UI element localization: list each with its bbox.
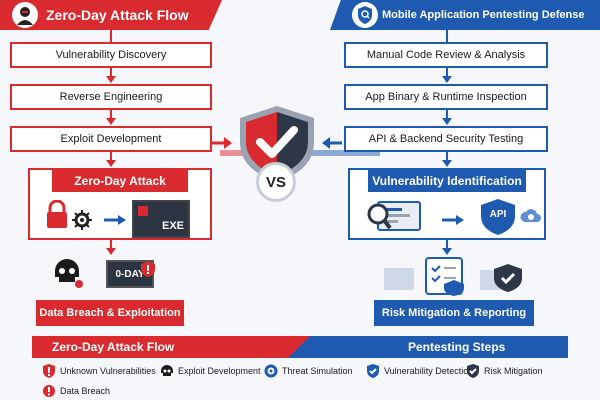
legend-item-unknown-vulnerabilities: Unknown Vulnerabilities [42,362,156,380]
legend-item-data-breach: Data Breach [42,382,110,400]
shield-check-dark-icon [467,364,479,378]
skull-icon [161,365,173,376]
arrow-down [106,76,116,83]
hacker-icon [12,2,38,28]
legend-bar: Zero-Day Attack Flow Pentesting Steps [32,336,568,358]
arrow-left-icon [322,136,342,154]
arrow-down [442,118,452,125]
api-shield-icon: API [478,198,518,236]
legend-label: Data Breach [60,386,111,396]
panel-title: Zero-Day Attack [52,170,188,192]
zero-day-attack-panel: Zero-Day Attack EXE [28,168,212,240]
step-label: Manual Code Review & Analysis [366,49,526,61]
connector [446,240,448,250]
defense-title: Mobile Application Pentesting Defense [382,9,585,21]
legend-label: Unknown Vulnerabilities [60,366,156,376]
step-label: App Binary & Runtime Inspection [365,91,527,103]
vulnerability-identification-panel: Vulnerability Identification API [348,168,546,240]
shield-check-icon [236,104,318,189]
result-label: Data Breach & Exploitation [39,307,181,319]
legend-label: Threat Simulation [282,366,353,376]
shield-search-icon [352,2,378,28]
connector [446,68,448,78]
vs-label: VS [265,173,286,191]
checklist-shield-icon [384,256,534,301]
legend-attack-label: Zero-Day Attack Flow [52,340,175,354]
arrow-down [442,76,452,83]
step-label: Exploit Development [60,133,162,145]
legend-defense-title: Pentesting Steps [288,336,568,358]
legend-item-risk-mitigation: Risk Mitigation [466,362,543,380]
arrow-right-icon [104,212,126,230]
result-risk-mitigation: Risk Mitigation & Reporting [374,300,534,326]
connector [446,110,448,120]
skull-icon [50,256,84,295]
breach-icon [43,385,55,397]
legend-defense-label: Pentesting Steps [408,340,506,354]
connector [446,152,448,162]
attack-flow-title: Zero-Day Attack Flow [46,7,189,23]
bug-icon [138,206,148,216]
result-label: Risk Mitigation & Reporting [381,307,527,319]
lock-gear-icon [44,199,94,237]
gear-icon [264,364,278,378]
legend-item-exploit-development: Exploit Development [160,362,261,380]
step-label: API & Backend Security Testing [368,133,524,145]
connector [110,152,112,162]
legend-label: Risk Mitigation [484,366,543,376]
zero-day-label: 0-DAY [115,268,145,280]
cloud-gear-icon [520,206,542,229]
exe-label: EXE [161,220,184,232]
vs-badge: VS [256,162,296,202]
step-reverse-engineering: Reverse Engineering [10,84,212,110]
code-magnifier-icon [364,198,424,239]
panel-title: Vulnerability Identification [368,170,526,192]
connector [110,110,112,120]
arrow-down [442,248,452,255]
legend-label: Vulnerability Detection [384,366,474,376]
arrow-down [106,248,116,255]
shield-alert-icon [43,364,55,378]
step-manual-code-review: Manual Code Review & Analysis [344,42,548,68]
legend-attack-title: Zero-Day Attack Flow [32,336,312,358]
legend-label: Exploit Development [178,366,261,376]
arrow-down [442,160,452,167]
step-label: Vulnerability Discovery [55,49,167,61]
laptop-exe-icon: EXE [132,200,190,238]
step-vulnerability-discovery: Vulnerability Discovery [10,42,212,68]
arrow-right-icon [212,136,232,154]
shield-alert-icon [140,260,156,283]
result-data-breach: Data Breach & Exploitation [36,300,184,326]
connector [446,30,448,42]
legend-item-threat-simulation: Threat Simulation [264,362,353,380]
arrow-down [106,160,116,167]
step-api-backend-testing: API & Backend Security Testing [344,126,548,152]
connector [110,240,112,250]
shield-check-icon [367,364,379,378]
connector [110,68,112,78]
arrow-down [106,118,116,125]
step-exploit-development: Exploit Development [10,126,212,152]
step-binary-runtime-inspection: App Binary & Runtime Inspection [344,84,548,110]
legend-item-vulnerability-detection: Vulnerability Detection [366,362,473,380]
connector [110,30,112,42]
api-label: API [489,209,507,220]
step-label: Reverse Engineering [59,91,163,103]
arrow-right-icon [442,212,464,230]
